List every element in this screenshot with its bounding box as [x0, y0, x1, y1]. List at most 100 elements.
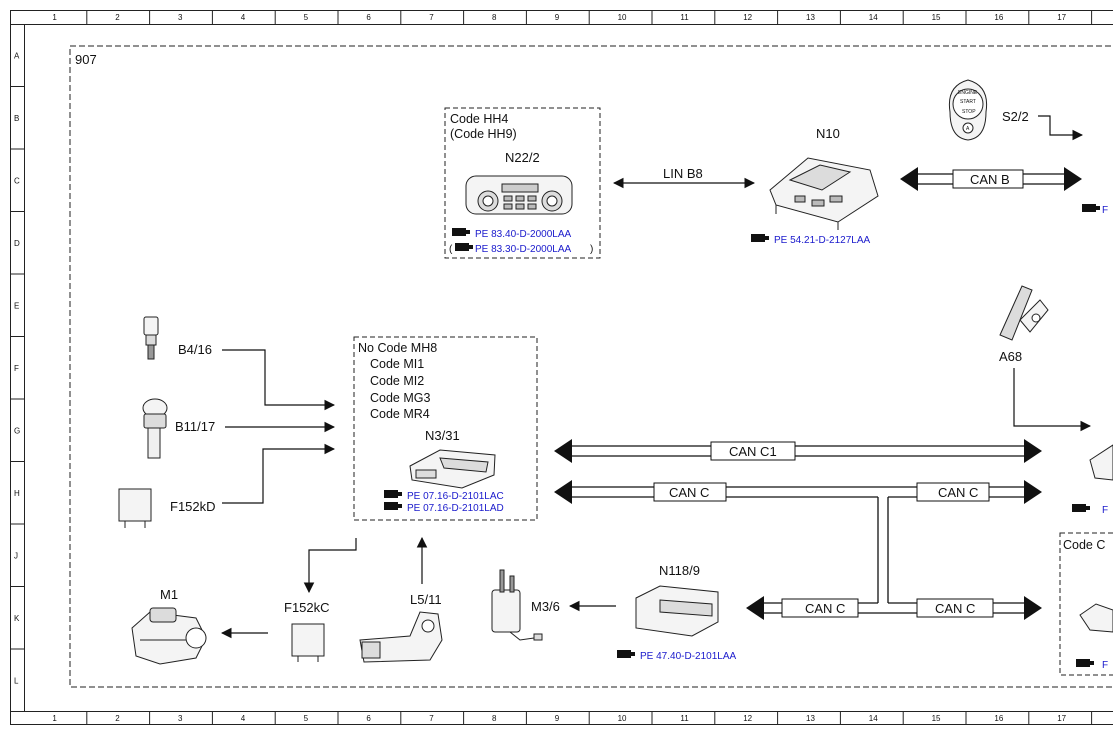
engine-start-stop-button-icon: ENGINE START STOP A [948, 79, 988, 141]
ruler-column-label: 16 [994, 714, 1003, 723]
ruler-row-label: A [14, 51, 20, 60]
accelerator-pedal-icon [999, 285, 1049, 341]
ruler-column-label: 11 [680, 13, 689, 22]
reference-icon [751, 234, 769, 242]
n22-2-ref1[interactable]: PE 83.40-D-2000LAA [475, 229, 572, 240]
reference-icon [384, 490, 402, 498]
engine-control-unit-icon [409, 449, 496, 489]
right-code-box [1059, 532, 1113, 676]
ruler-column-label: 6 [366, 13, 371, 22]
ruler-column-label: 6 [366, 714, 371, 723]
ruler-column-label: 11 [680, 714, 689, 723]
ruler-column-label: 9 [555, 714, 560, 723]
module-frame [69, 45, 1113, 688]
ruler-column-label: 17 [1057, 714, 1066, 723]
right-ref-h[interactable]: F [1102, 505, 1108, 516]
s2-2-button-line2: START [960, 99, 976, 105]
s2-2-button-line1: ENGINE [958, 90, 978, 96]
ruler-column-label: 4 [241, 13, 246, 22]
n22-2-ref2-close: ) [590, 244, 593, 255]
n118-9-ref[interactable]: PE 47.40-D-2101LAA [640, 651, 737, 662]
can-c1-bus [554, 439, 1042, 463]
lin-b8-label: LIN B8 [663, 166, 703, 181]
ruler-column-label: 3 [178, 714, 183, 723]
right-module-icon [1089, 444, 1113, 481]
n3-31-code-line-2: Code MI2 [370, 374, 424, 388]
f152kc-label: F152kC [284, 600, 330, 615]
can-c1-label: CAN C1 [729, 444, 777, 459]
ruler-column-label: 12 [743, 13, 752, 22]
ruler-row-label: C [14, 176, 20, 185]
n10-ref[interactable]: PE 54.21-D-2127LAA [774, 235, 871, 246]
b4-16-label: B4/16 [178, 342, 212, 357]
f152kd-label: F152kD [170, 499, 216, 514]
n22-2-code-line2: (Code HH9) [450, 127, 517, 141]
reference-icon [1072, 504, 1090, 512]
relay-icon [118, 488, 152, 528]
ruler-column-label: 14 [869, 714, 878, 723]
ruler-column-label: 3 [178, 13, 183, 22]
ruler-row-label: G [14, 426, 20, 435]
a68-label: A68 [999, 349, 1022, 364]
can-c-top-left-label: CAN C [669, 485, 709, 500]
n22-2-label: N22/2 [505, 150, 540, 165]
m1-label: M1 [160, 587, 178, 602]
ruler-row-label: E [14, 301, 19, 310]
can-b-bus [900, 167, 1082, 191]
ruler-column-label: 2 [115, 714, 120, 723]
n22-2-ref2[interactable]: PE 83.30-D-2000LAA [475, 244, 572, 255]
sam-module-icon [769, 157, 879, 230]
ruler-column-label: 1 [52, 13, 57, 22]
s2-2-label: S2/2 [1002, 109, 1029, 124]
ruler-column-label: 13 [806, 714, 815, 723]
b11-17-label: B11/17 [175, 419, 215, 434]
reference-icon [455, 243, 473, 251]
n3-31-label: N3/31 [425, 428, 460, 443]
can-c-bottom-left-label: CAN C [805, 601, 845, 616]
ruler-column-label: 14 [869, 13, 878, 22]
ruler-column-label: 7 [429, 714, 434, 723]
n22-2-code-line1: Code HH4 [450, 112, 508, 126]
l5-11-label: L5/11 [410, 592, 442, 607]
right-ref-k[interactable]: F [1102, 660, 1108, 671]
s2-2-wire [1038, 115, 1084, 141]
pressure-sensor-icon [142, 398, 168, 459]
ruler-row-label: H [14, 489, 20, 498]
n22-2-ref2-open: ( [449, 244, 453, 255]
ruler-column-label: 15 [932, 13, 941, 22]
n3-31-to-f152kc-wire [303, 538, 357, 594]
ruler-column-label: 7 [429, 13, 434, 22]
ruler-row-label: D [14, 239, 20, 248]
n118-9-label: N118/9 [659, 563, 700, 578]
can-c-bottom-right-label: CAN C [935, 601, 975, 616]
reference-icon [452, 228, 470, 236]
fuel-pump-control-unit-icon [635, 585, 719, 637]
crankshaft-sensor-icon [359, 611, 443, 663]
reference-icon [1082, 204, 1100, 212]
ruler-row-label: L [14, 676, 19, 685]
ruler-column-label: 5 [304, 714, 309, 723]
ruler-row-label: K [14, 614, 20, 623]
can-c-top-right-label: CAN C [938, 485, 978, 500]
s2-2-button-line3: STOP [962, 109, 976, 115]
ruler-row-label: J [14, 551, 18, 560]
n3-31-ref1[interactable]: PE 07.16-D-2101LAC [407, 491, 504, 502]
climate-control-panel-icon [465, 175, 573, 215]
temperature-sensor-icon [143, 316, 159, 360]
a68-wire [1013, 368, 1092, 432]
sheet-border [10, 10, 1113, 725]
ruler-column-label: 8 [492, 714, 497, 723]
n10-label: N10 [816, 126, 840, 141]
ruler-row-label: F [14, 364, 19, 373]
n3-31-code-line-1: Code MI1 [370, 357, 424, 371]
can-c-top-bus [554, 480, 1042, 603]
n3-31-ref2[interactable]: PE 07.16-D-2101LAD [407, 503, 504, 514]
right-ref-c[interactable]: F [1102, 205, 1108, 216]
ruler-column-label: 17 [1057, 13, 1066, 22]
relay-icon [291, 623, 325, 662]
can-b-label: CAN B [970, 172, 1010, 187]
frame-label: 907 [75, 52, 97, 67]
